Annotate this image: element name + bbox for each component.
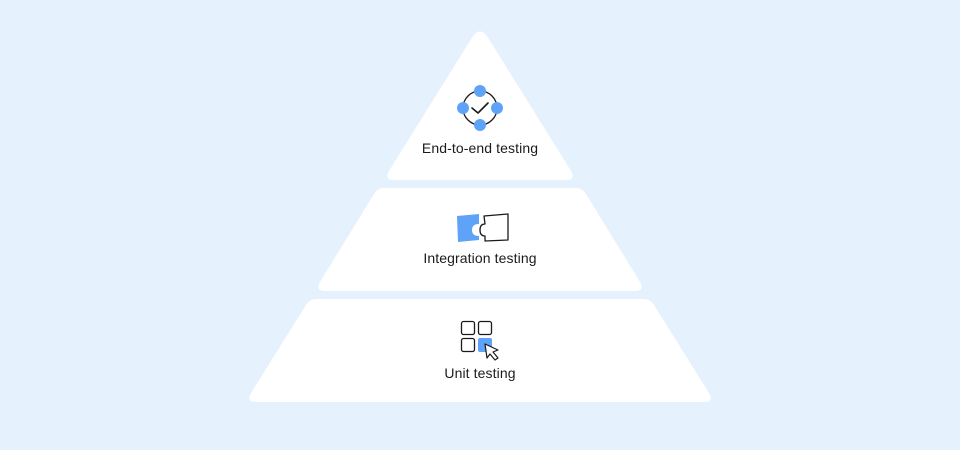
tier-integration (318, 188, 642, 291)
network-check-icon (457, 85, 503, 131)
tier-label-end-to-end: End-to-end testing (421, 140, 539, 156)
tier-label-integration: Integration testing (423, 250, 537, 266)
tier-label-unit: Unit testing (444, 365, 516, 381)
tier-end-to-end (387, 31, 573, 180)
grid-cursor-icon (460, 320, 499, 361)
puzzle-pieces-icon (457, 213, 509, 242)
